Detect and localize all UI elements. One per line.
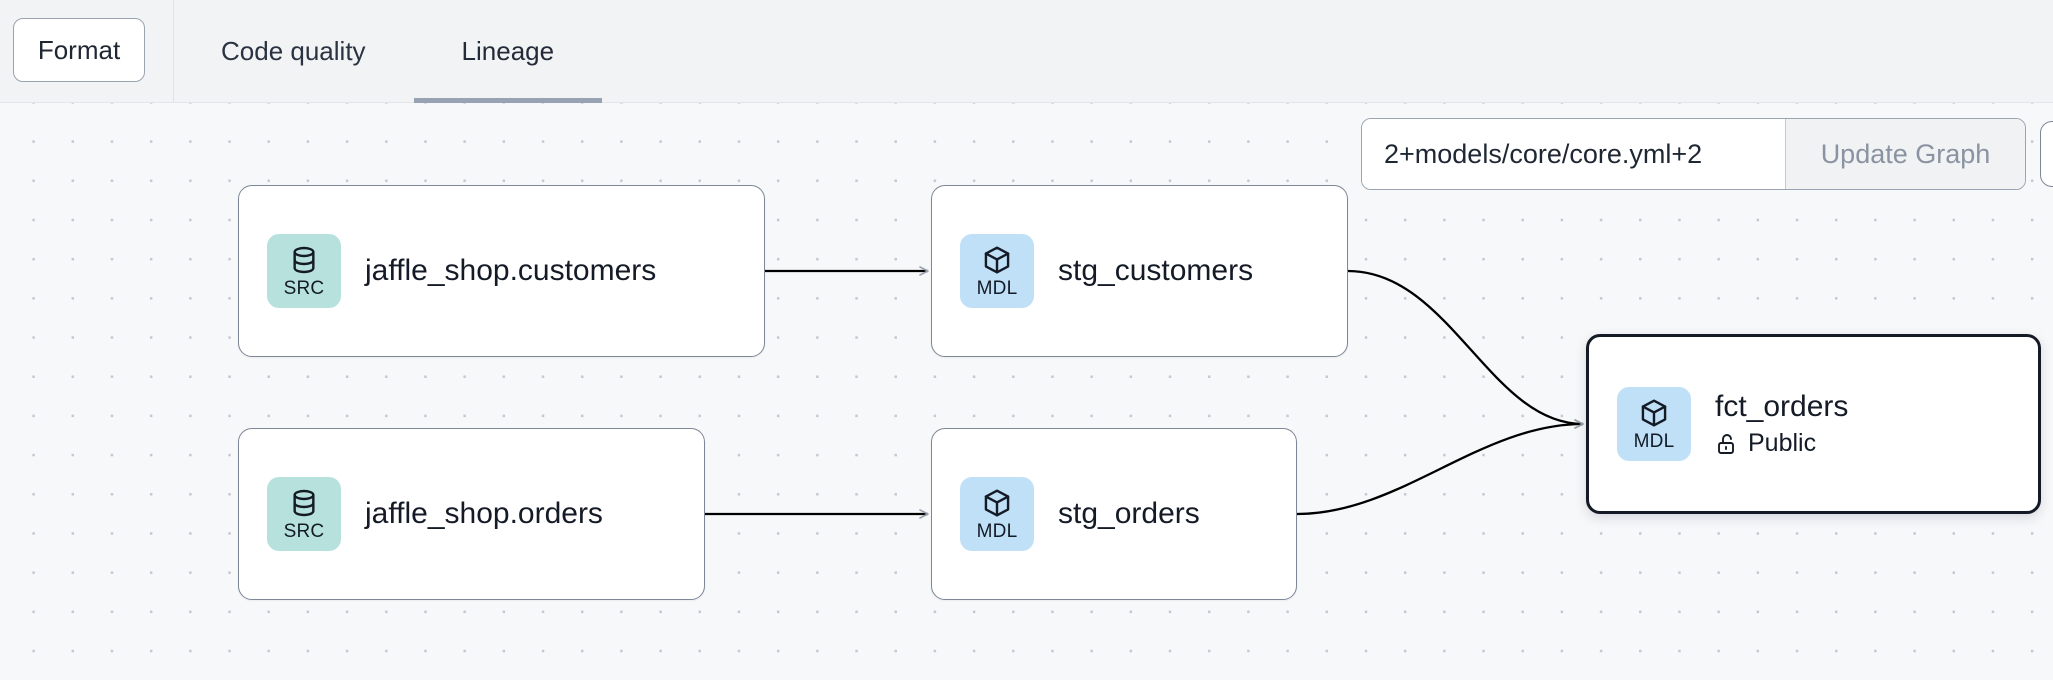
node-body: stg_customers [1058,254,1253,289]
node-badge-src: SRC [267,477,341,551]
node-badge-label: SRC [283,521,325,542]
tab-bar: Code quality Lineage [173,0,602,103]
graph-selector-input[interactable] [1362,119,1785,189]
graph-controls: Update Graph [1361,118,2026,190]
node-badge-label: MDL [1633,431,1675,452]
lineage-node-stg-orders[interactable]: MDL stg_orders [931,428,1297,600]
lineage-node-stg-customers[interactable]: MDL stg_customers [931,185,1348,357]
editor-header-bar: Format Code quality Lineage [0,0,2053,103]
lineage-node-jaffle-shop-orders[interactable]: SRC jaffle_shop.orders [238,428,705,600]
node-badge-label: MDL [976,278,1018,299]
node-title: fct_orders [1715,389,1849,423]
cube-icon [981,244,1013,276]
database-icon [288,244,320,276]
node-body: jaffle_shop.orders [365,497,603,532]
header-divider [173,0,174,103]
node-body: fct_orders Public [1715,390,1848,459]
update-graph-button[interactable]: Update Graph [1785,119,2025,189]
lineage-canvas[interactable]: SRC jaffle_shop.customers MDL stg_custo [0,103,2053,680]
node-title: jaffle_shop.customers [365,253,657,287]
node-badge-mdl: MDL [1617,387,1691,461]
cube-icon [981,487,1013,519]
lineage-node-jaffle-shop-customers[interactable]: SRC jaffle_shop.customers [238,185,765,357]
side-panel-toggle[interactable] [2040,121,2053,187]
tab-code-quality[interactable]: Code quality [221,36,366,66]
edge-stg-orders-to-fct-orders [1296,419,1584,516]
node-badge-mdl: MDL [960,477,1034,551]
node-access-row: Public [1715,429,1848,458]
tab-lineage[interactable]: Lineage [413,0,603,103]
cube-icon [1638,397,1670,429]
node-badge-mdl: MDL [960,234,1034,308]
node-badge-label: MDL [976,521,1018,542]
database-icon [288,487,320,519]
node-title: stg_customers [1058,253,1254,287]
node-access-label: Public [1748,429,1817,458]
node-badge-label: SRC [283,278,325,299]
node-badge-src: SRC [267,234,341,308]
node-title: jaffle_shop.orders [365,496,603,530]
lineage-node-fct-orders[interactable]: MDL fct_orders Public [1586,334,2041,514]
node-body: jaffle_shop.customers [365,254,656,289]
unlock-icon [1715,432,1739,456]
node-title: stg_orders [1058,496,1200,530]
format-button[interactable]: Format [13,18,145,82]
node-body: stg_orders [1058,497,1200,532]
edge-stg-customers-to-fct-orders [1347,269,1584,429]
